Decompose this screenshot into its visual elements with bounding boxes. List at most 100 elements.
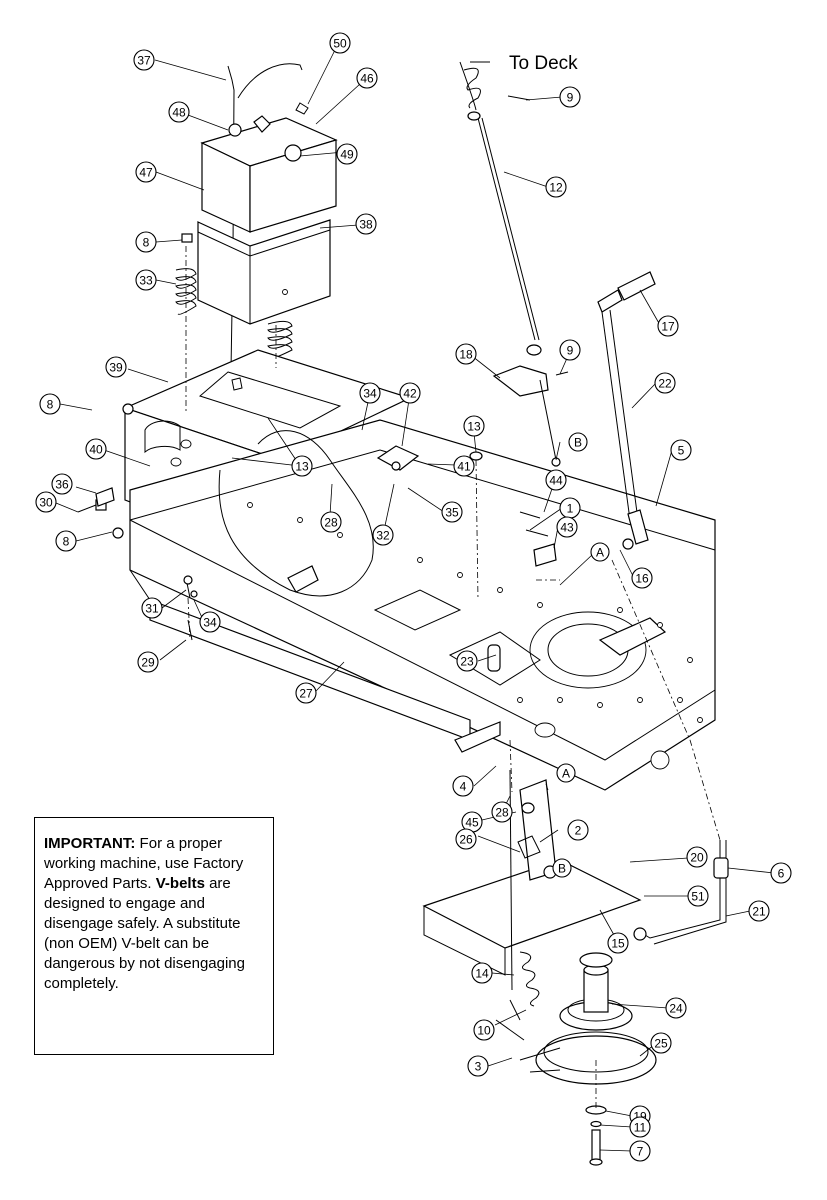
callout-circle <box>665 997 687 1019</box>
engine-pulley <box>519 952 657 1085</box>
callout-c49: 49 <box>336 143 358 165</box>
callout-circle <box>670 439 692 461</box>
callout-label: 6 <box>778 867 785 881</box>
callout-c38: 38 <box>355 213 377 235</box>
callout-circle <box>320 511 342 533</box>
callout-circle <box>467 1055 489 1077</box>
callout-c33: 33 <box>135 269 157 291</box>
callout-label: 28 <box>324 516 338 530</box>
callout-label: 10 <box>477 1024 491 1038</box>
callout-label: 18 <box>459 348 473 362</box>
callout-label: 35 <box>445 506 459 520</box>
callout-c25: 25 <box>650 1032 672 1054</box>
callout-c5: 5 <box>670 439 692 461</box>
callout-circle <box>629 1140 651 1162</box>
callout-c41: 41 <box>453 455 475 477</box>
callout-label: 8 <box>47 398 54 412</box>
callout-label: 2 <box>575 824 582 838</box>
callout-circle <box>456 650 478 672</box>
callout-label: B <box>574 436 582 450</box>
callout-label: 51 <box>691 890 705 904</box>
idler-arm <box>633 840 729 945</box>
callout-label: 27 <box>299 687 313 701</box>
callout-label: 8 <box>63 535 70 549</box>
callout-label: 38 <box>359 218 373 232</box>
callout-circle <box>568 432 588 452</box>
callout-cBa: B <box>568 432 588 452</box>
callout-circle <box>748 900 770 922</box>
callout-circle <box>590 542 610 562</box>
callout-c45: 45 <box>461 811 483 833</box>
callout-c32: 32 <box>372 524 394 546</box>
callout-c43: 43 <box>556 516 578 538</box>
callout-circle <box>607 932 629 954</box>
callout-label: 13 <box>295 460 309 474</box>
callout-c1: 1 <box>559 497 581 519</box>
callout-circle <box>463 415 485 437</box>
callout-circle <box>199 611 221 633</box>
pulley-hardware <box>585 1105 607 1166</box>
callout-label: A <box>596 546 604 560</box>
lift-bracket <box>492 365 561 467</box>
callout-label: 21 <box>752 905 766 919</box>
callout-c23: 23 <box>456 650 478 672</box>
callout-c8b: 8 <box>39 393 61 415</box>
callout-circle <box>687 885 709 907</box>
cable-harness <box>218 430 374 597</box>
callout-circle <box>552 858 572 878</box>
callout-c13b: 13 <box>463 415 485 437</box>
vbelts-label: V-belts <box>155 875 205 892</box>
important-notice-box: IMPORTANT: For a proper working machine,… <box>34 817 274 1055</box>
callout-label: 42 <box>403 387 417 401</box>
callout-label: 17 <box>661 320 675 334</box>
callout-label: 5 <box>678 444 685 458</box>
callout-label: 34 <box>203 616 217 630</box>
callout-label: 26 <box>459 833 473 847</box>
callout-circle <box>329 32 351 54</box>
callout-label: 28 <box>495 806 509 820</box>
callout-circle <box>355 213 377 235</box>
notice-text-2: are designed to engage and disengage saf… <box>44 875 245 992</box>
callout-label: 49 <box>340 148 354 162</box>
callout-label: 24 <box>669 1002 683 1016</box>
callout-label: 20 <box>690 851 704 865</box>
callout-cAa: A <box>590 542 610 562</box>
callout-circle <box>629 1116 651 1138</box>
callout-c29: 29 <box>137 651 159 673</box>
callout-label: 34 <box>363 387 377 401</box>
callout-c39: 39 <box>105 356 127 378</box>
callout-label: 16 <box>635 572 649 586</box>
callout-c47: 47 <box>135 161 157 183</box>
battery-box <box>197 219 331 325</box>
callout-label: 9 <box>567 344 574 358</box>
callout-circle <box>567 819 589 841</box>
callout-circle <box>770 862 792 884</box>
callout-label: 8 <box>143 236 150 250</box>
callout-label: 47 <box>139 166 153 180</box>
callout-label: 32 <box>376 529 390 543</box>
callout-label: 23 <box>460 655 474 669</box>
callout-label: 30 <box>39 496 53 510</box>
callout-label: 7 <box>637 1145 644 1159</box>
engine-mount-bracket <box>422 779 642 976</box>
callout-c16: 16 <box>631 567 653 589</box>
callout-label: 12 <box>549 181 563 195</box>
callout-c36: 36 <box>51 473 73 495</box>
callout-circle <box>135 231 157 253</box>
callout-circle <box>441 501 463 523</box>
callout-label: 45 <box>465 816 479 830</box>
callout-c7: 7 <box>629 1140 651 1162</box>
callout-c35: 35 <box>441 501 463 523</box>
callout-cAb: A <box>556 763 576 783</box>
callout-c4: 4 <box>452 775 474 797</box>
bolts-left <box>77 403 198 641</box>
pto-switch-bracket <box>376 445 420 471</box>
callout-circle <box>559 86 581 108</box>
callout-c18: 18 <box>455 343 477 365</box>
callout-circle <box>135 269 157 291</box>
callout-c42: 42 <box>399 382 421 404</box>
callout-circle <box>168 101 190 123</box>
assembly-lines <box>185 246 721 1110</box>
